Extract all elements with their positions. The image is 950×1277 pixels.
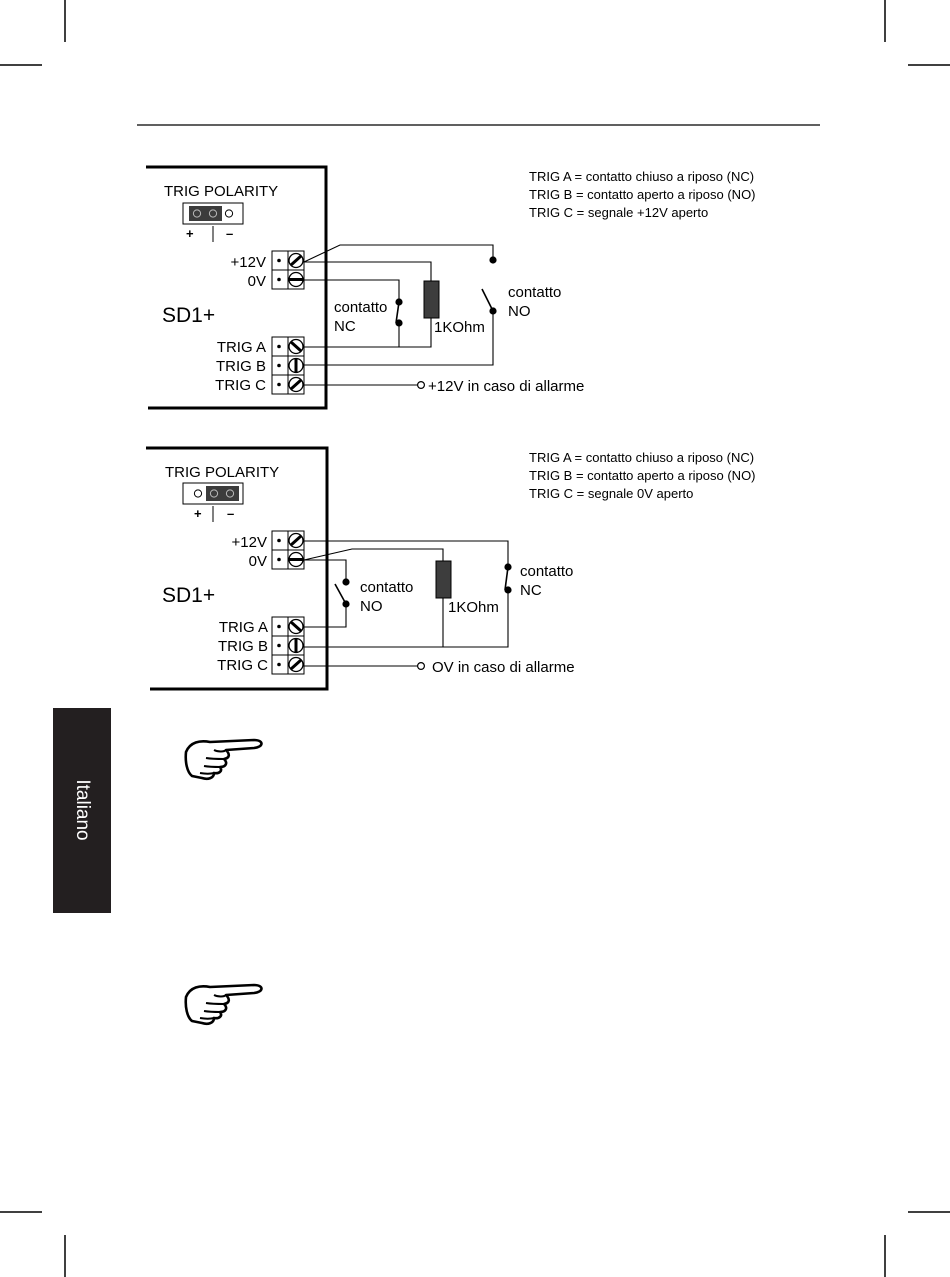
- terminal-label-0v: 0V: [249, 553, 267, 570]
- resistor: [435, 560, 452, 599]
- terminal-label-trig-b: TRIG B: [216, 358, 266, 375]
- side-tab-label: Italiano: [72, 779, 93, 840]
- terminal-label-0v: 0V: [248, 273, 266, 290]
- terminal-screw-trig-b: [270, 634, 306, 657]
- terminal-label-trig-a: TRIG A: [219, 619, 268, 636]
- legend-line-2: TRIG B = contatto aperto a riposo (NO): [529, 187, 756, 202]
- terminal-screw-trig-c: [270, 653, 306, 676]
- switch-no-label-2: NO: [508, 303, 531, 320]
- terminal-label-trig-a: TRIG A: [217, 339, 266, 356]
- switch-nc-label-2: NC: [334, 318, 356, 335]
- terminal-screw-trig-a: [270, 615, 306, 638]
- switch-nc: [395, 298, 403, 327]
- polarity-jumper: [182, 482, 244, 522]
- terminal-screw-0v: [270, 268, 306, 291]
- legend-line-1: TRIG A = contatto chiuso a riposo (NC): [529, 450, 754, 465]
- wiring-diagram-2: TRIG POLARITY + – SD1+ +12V 0V TRIG A TR…: [146, 446, 756, 691]
- switch-no-label-1: contatto: [508, 284, 561, 301]
- legend-line-2: TRIG B = contatto aperto a riposo (NO): [529, 468, 756, 483]
- terminal-screw-0v: [270, 548, 306, 571]
- switch-no: [481, 256, 497, 315]
- pointing-hand-icon: [184, 983, 263, 1026]
- terminal-label-trig-c: TRIG C: [217, 657, 268, 674]
- legend-line-3: TRIG C = segnale +12V aperto: [529, 205, 708, 220]
- terminal-screw-trig-a: [270, 335, 306, 358]
- jumper-minus: –: [226, 226, 233, 241]
- jumper-minus: –: [227, 506, 234, 521]
- device-outline: [146, 165, 328, 410]
- output-label: +12V in caso di allarme: [428, 378, 584, 395]
- pointing-hand-icon: [184, 738, 263, 781]
- terminal-screw-trig-c: [270, 373, 306, 396]
- output-terminal: [417, 661, 426, 670]
- wires: [303, 540, 509, 667]
- switch-no-label-2: NO: [360, 598, 383, 615]
- switch-no-label-1: contatto: [360, 579, 413, 596]
- terminal-label-trig-c: TRIG C: [215, 377, 266, 394]
- jumper-plus: +: [194, 506, 202, 521]
- resistor-label: 1KOhm: [434, 319, 485, 336]
- switch-nc: [504, 563, 512, 594]
- terminal-screw-trig-b: [270, 354, 306, 377]
- output-terminal: [417, 381, 426, 390]
- jumper-title: TRIG POLARITY: [164, 183, 278, 200]
- terminal-screw-12v: [270, 249, 306, 272]
- resistor: [423, 280, 440, 319]
- switch-nc-label-1: contatto: [334, 299, 387, 316]
- terminal-label-12v: +12V: [231, 254, 266, 271]
- terminal-label-trig-b: TRIG B: [218, 638, 268, 655]
- switch-nc-label-2: NC: [520, 582, 542, 599]
- output-label: OV in caso di allarme: [432, 659, 575, 676]
- wires: [303, 244, 494, 386]
- terminal-screw-12v: [270, 529, 306, 552]
- switch-nc-label-1: contatto: [520, 563, 573, 580]
- wiring-diagram-1: TRIG POLARITY + – SD1+ +12V 0V TRIG A TR…: [146, 165, 756, 410]
- legend-line-3: TRIG C = segnale 0V aperto: [529, 486, 693, 501]
- device-outline: [146, 446, 329, 691]
- legend-line-1: TRIG A = contatto chiuso a riposo (NC): [529, 169, 754, 184]
- terminal-label-12v: +12V: [232, 534, 267, 551]
- jumper-title: TRIG POLARITY: [165, 464, 279, 481]
- polarity-jumper: [182, 202, 244, 242]
- resistor-label: 1KOhm: [448, 599, 499, 616]
- switch-no: [334, 578, 350, 608]
- jumper-plus: +: [186, 226, 194, 241]
- language-side-tab: Italiano: [53, 708, 111, 913]
- device-name: SD1+: [162, 584, 215, 607]
- device-name: SD1+: [162, 304, 215, 327]
